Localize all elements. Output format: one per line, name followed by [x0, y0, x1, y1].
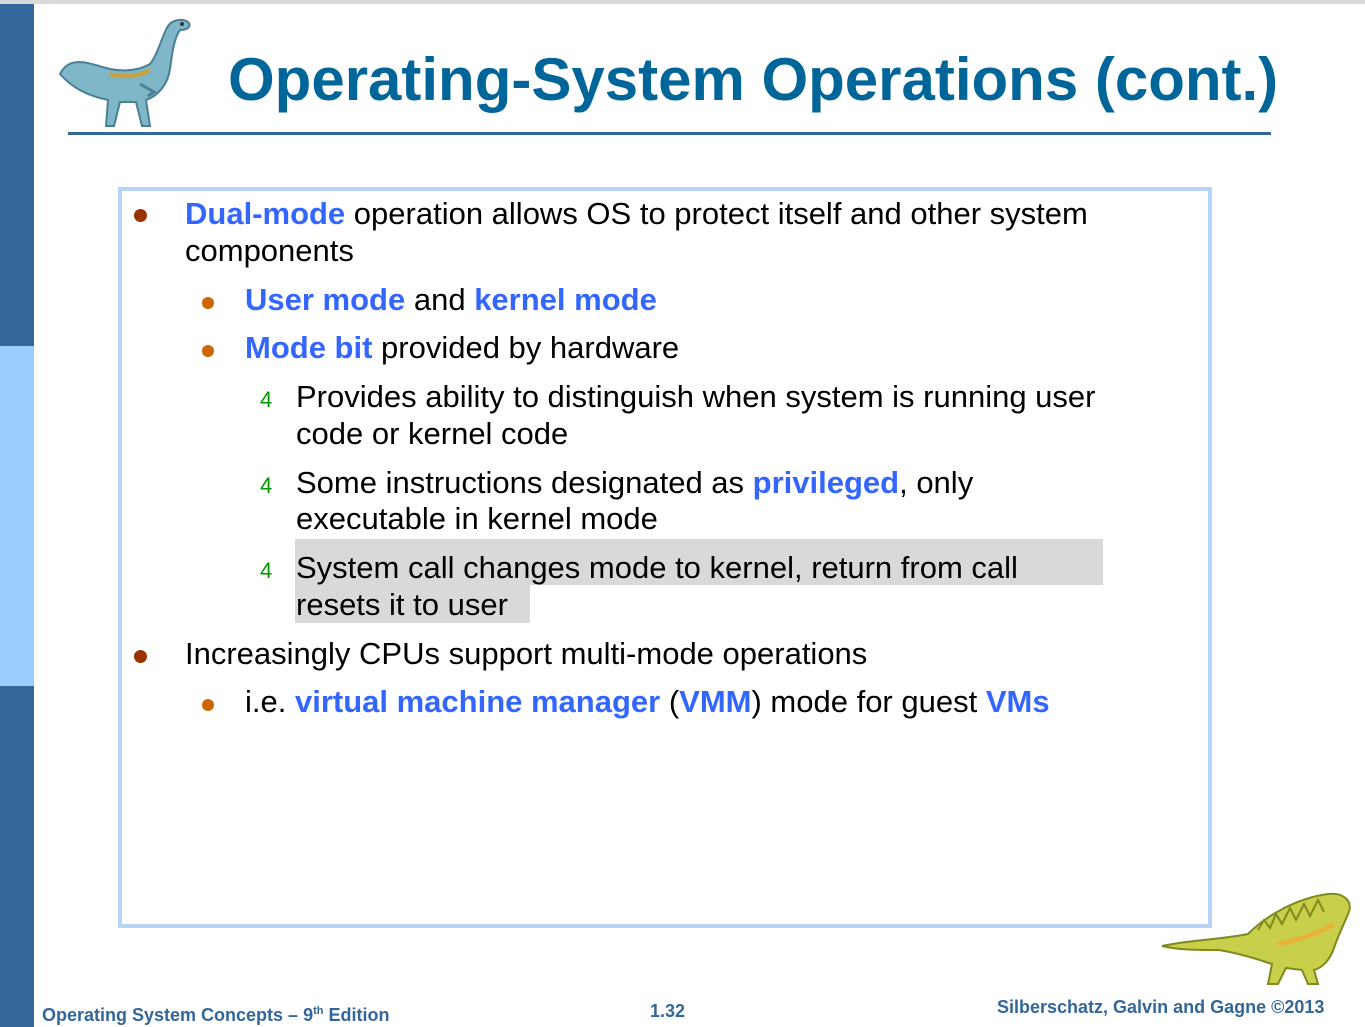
term-dual-mode: Dual-mode	[185, 196, 346, 231]
slide-title: Operating-System Operations (cont.)	[228, 46, 1279, 113]
term-user-mode: User mode	[245, 282, 406, 317]
level3-marker-icon: 4	[260, 558, 273, 583]
bullet-dual-mode-line2: components	[185, 233, 354, 268]
term-mode-bit: Mode bit	[245, 330, 373, 365]
bullet-system-call-line1[interactable]: System call changes mode to kernel, retu…	[296, 550, 1018, 585]
bullet-level2-dot	[202, 345, 214, 357]
bullet-text: ) mode for guest	[751, 684, 986, 719]
bullet-text: operation allows OS to protect itself an…	[345, 196, 1088, 231]
dinosaur-logo-icon	[58, 18, 191, 127]
term-vms: VMs	[985, 684, 1050, 719]
bullet-provides-ability-line2: code or kernel code	[296, 416, 569, 451]
bullet-text: (	[660, 684, 680, 719]
bullet-level1-dot	[134, 650, 147, 663]
term-virtual-machine-manager: virtual machine manager	[294, 684, 661, 719]
level3-marker-icon: 4	[260, 387, 273, 412]
footer-edition-text: Edition	[323, 1005, 390, 1025]
text-selection-highlight	[295, 539, 1103, 585]
left-sidebar-highlight	[0, 346, 34, 686]
term-vmm: VMM	[679, 684, 752, 719]
footer-authors: Silberschatz, Galvin and Gagne ©2013	[997, 997, 1325, 1017]
footer-page-number: 1.32	[650, 1001, 686, 1021]
bullet-text: i.e.	[245, 684, 295, 719]
bullet-text: , only	[899, 465, 974, 500]
bullet-provides-ability-line1: Provides ability to distinguish when sys…	[296, 379, 1096, 414]
term-privileged: privileged	[752, 465, 900, 500]
content-box	[118, 187, 1212, 928]
bullet-user-kernel-mode: User mode and kernel mode	[245, 281, 657, 318]
level3-marker-icon: 4	[260, 473, 273, 498]
bullet-privileged-line1: Some instructions designated as privileg…	[296, 464, 973, 501]
footer-book-title: Operating System Concepts – 9th Edition	[42, 1000, 389, 1026]
bullet-multi-mode: Increasingly CPUs support multi-mode ope…	[185, 636, 868, 671]
dinosaur-footer-icon	[1161, 892, 1351, 985]
bullet-text: provided by hardware	[372, 330, 680, 365]
bullet-level1-dot	[134, 209, 147, 222]
bullet-level2-dot	[202, 699, 214, 711]
bullet-mode-bit: Mode bit provided by hardware	[245, 329, 679, 366]
bullet-vmm: i.e. virtual machine manager (VMM) mode …	[245, 683, 1050, 720]
title-underline	[68, 132, 1271, 135]
bullet-system-call-line2[interactable]: resets it to user	[296, 587, 508, 622]
text-selection-highlight	[295, 585, 530, 623]
top-border	[0, 0, 1365, 4]
footer-book-title-text: Operating System Concepts – 9	[42, 1005, 314, 1025]
bullet-level2-dot	[202, 297, 214, 309]
bullet-dual-mode-line1: Dual-mode operation allows OS to protect…	[185, 195, 1088, 232]
term-kernel-mode: kernel mode	[474, 282, 657, 317]
bullet-text: Some instructions designated as	[296, 465, 753, 500]
bullet-privileged-line2: executable in kernel mode	[296, 501, 658, 536]
bullet-text: and	[405, 282, 475, 317]
footer-edition-superscript: th	[313, 1005, 324, 1017]
